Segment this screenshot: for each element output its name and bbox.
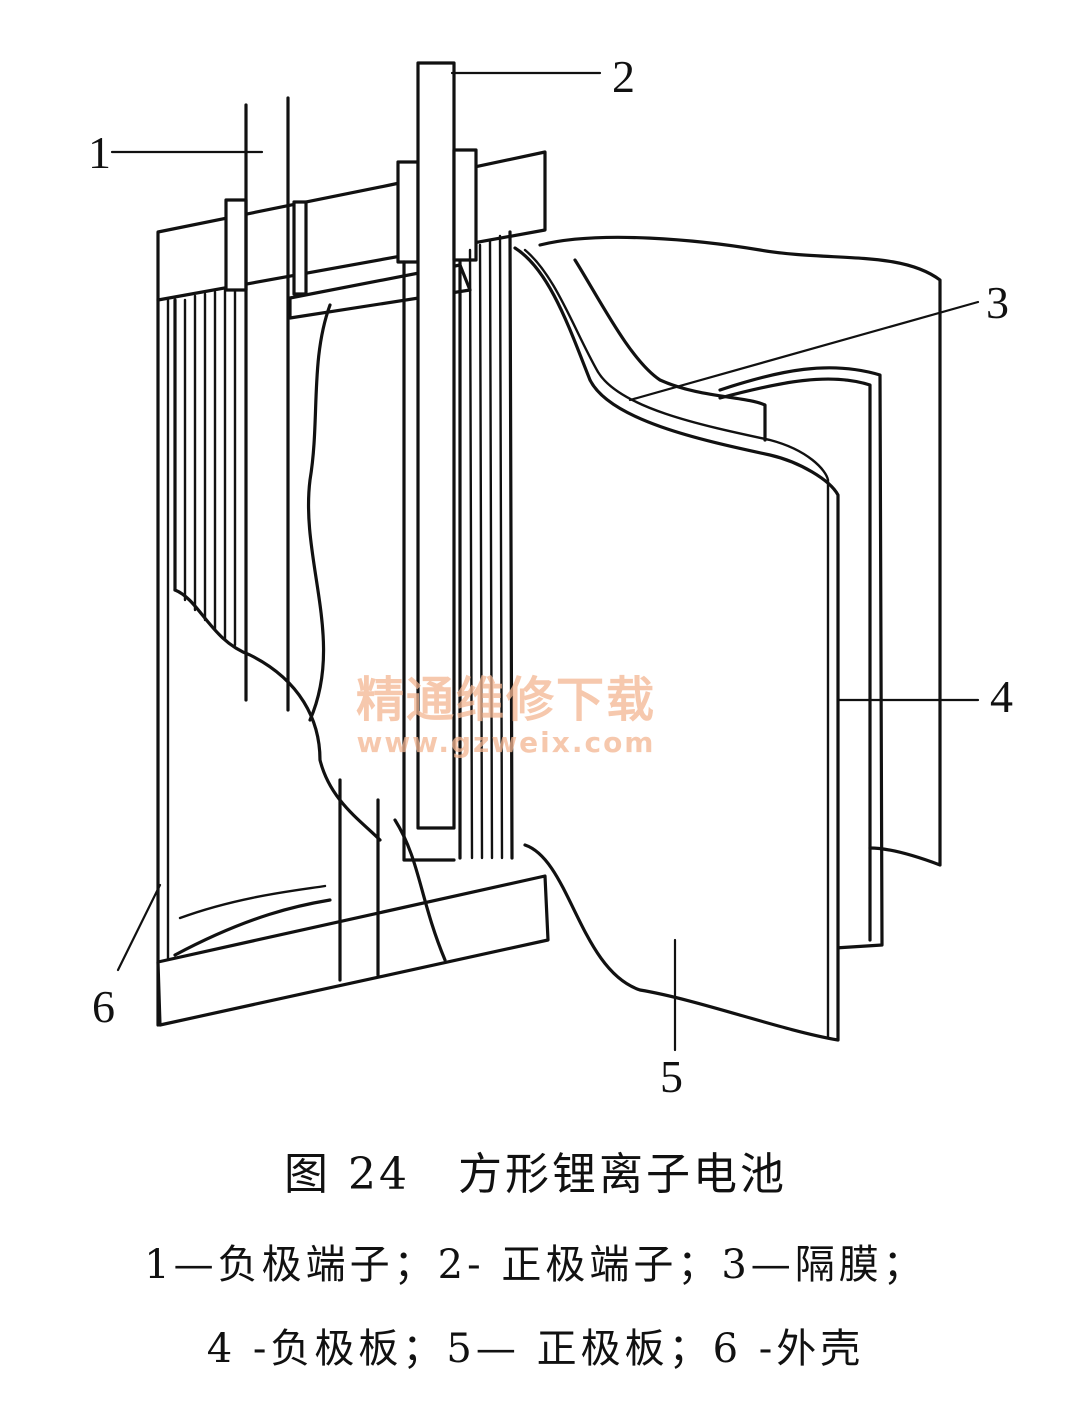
separator — [538, 235, 942, 867]
positive-plate-stack — [458, 230, 514, 860]
part-labels: 1 2 3 4 5 6 — [88, 51, 1013, 1100]
figure-caption: 图 24 方形锂离子电池 — [0, 1138, 1071, 1202]
positive-plate — [513, 246, 840, 1042]
negative-plate-stack — [173, 288, 382, 842]
legend-line-2: 4 -负极板；5— 正极板；6 -外壳 — [206, 1326, 865, 1372]
battery-diagram: 1 2 3 4 5 6 — [88, 51, 1013, 1100]
label-3: 3 — [986, 277, 1009, 328]
watermark: 精通维修下载 www.gzweix.com — [356, 660, 656, 759]
label-5: 5 — [660, 1051, 683, 1100]
negative-terminal — [224, 96, 308, 712]
watermark-text: 精通维修下载 — [356, 672, 657, 728]
legend-line-1: 1—负极端子；2- 正极端子；3—隔膜； — [144, 1242, 927, 1288]
figure-number: 图 24 — [284, 1149, 410, 1200]
label-4: 4 — [990, 671, 1013, 722]
figure-title: 方形锂离子电池 — [457, 1149, 787, 1200]
label-1: 1 — [88, 127, 111, 178]
positive-terminal — [396, 61, 478, 862]
negative-plate — [718, 366, 884, 950]
label-6: 6 — [92, 981, 115, 1032]
label-2: 2 — [612, 51, 635, 102]
leader-lines — [110, 71, 980, 1052]
watermark-url: www.gzweix.com — [356, 726, 656, 759]
